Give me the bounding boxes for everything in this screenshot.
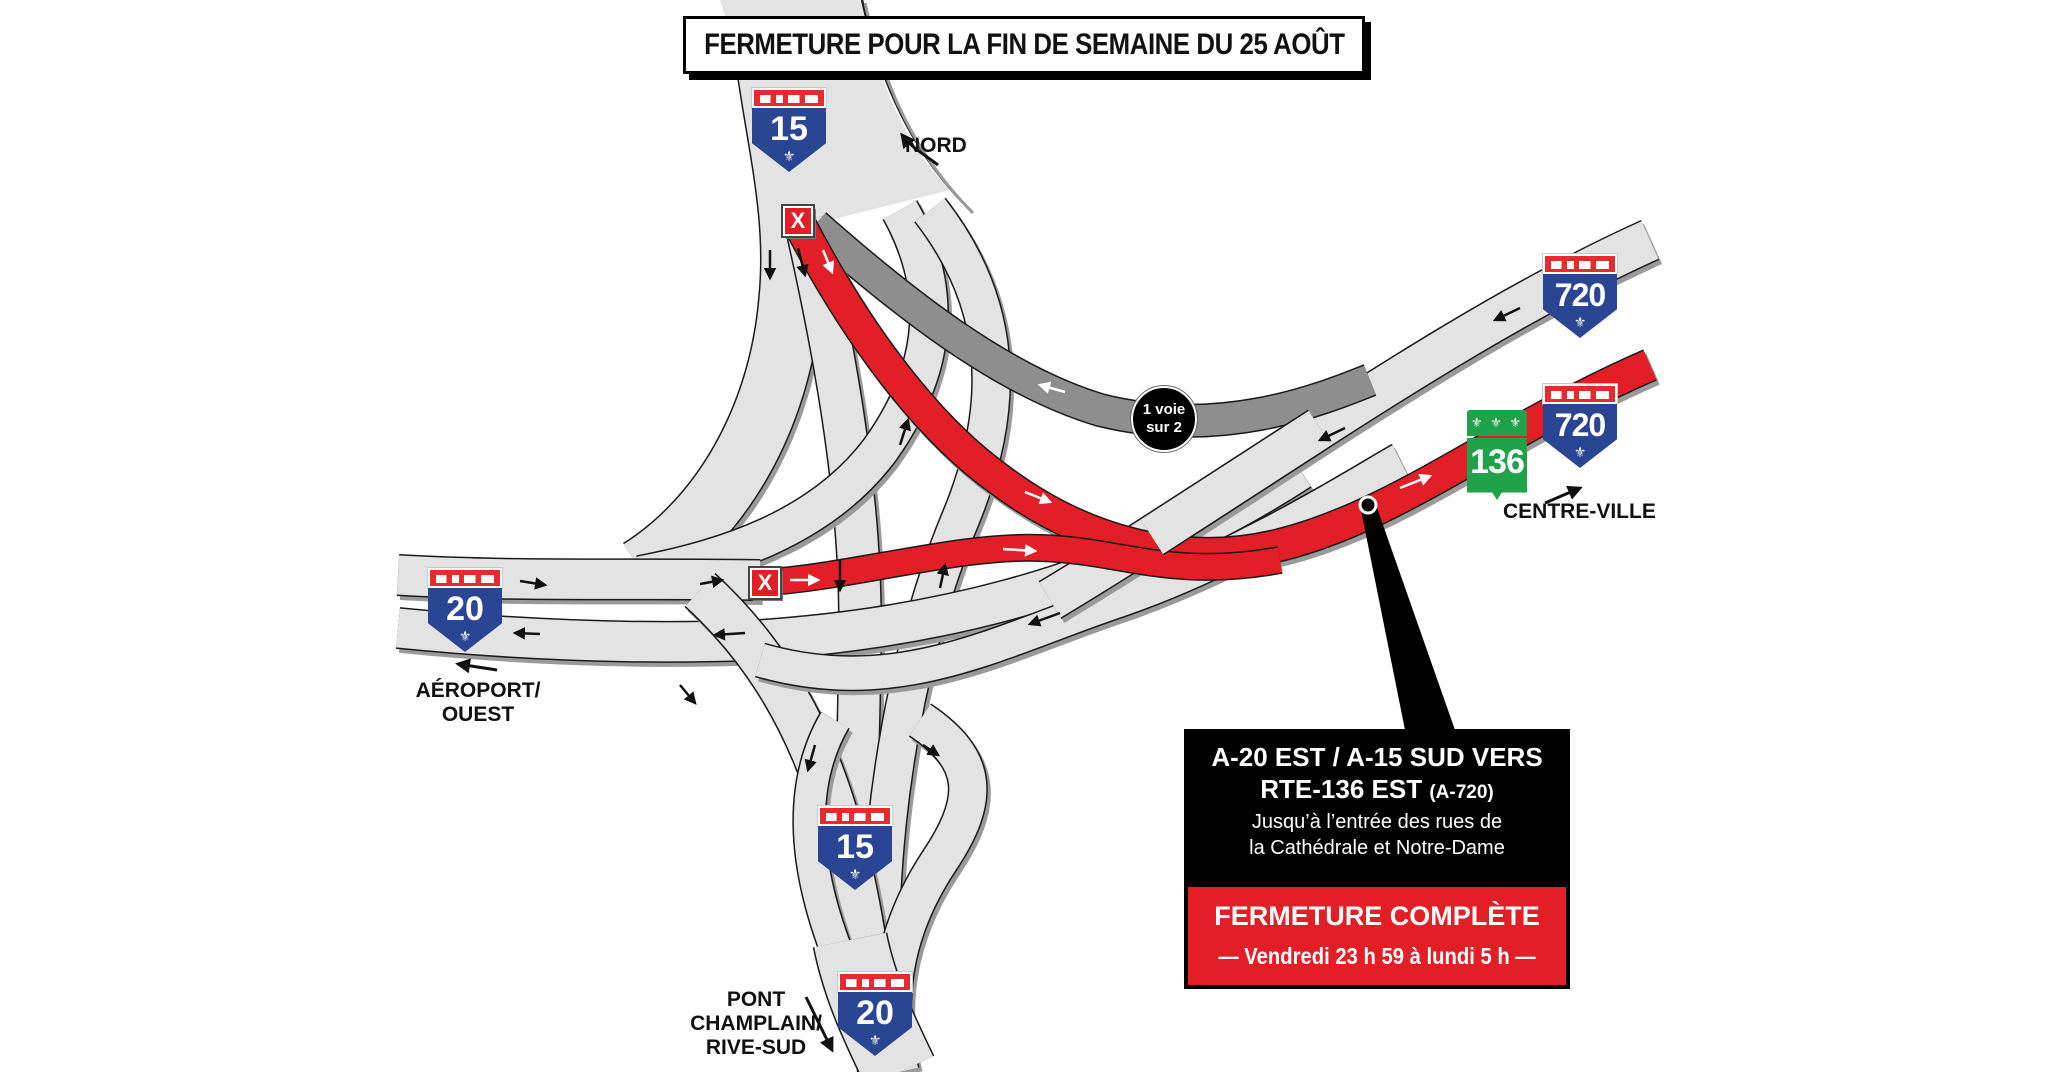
- fleur-de-lis-icon: ⚜: [848, 866, 862, 882]
- a20-west-shield: 20 ⚜: [427, 567, 503, 654]
- autoroute-banner-icon: [1542, 383, 1618, 405]
- a720-lower-shield: 720 ⚜: [1542, 383, 1618, 470]
- closure-info-box: A-20 EST / A-15 SUD VERS RTE-136 EST (A-…: [1184, 729, 1570, 989]
- autoroute-banner-icon: [751, 87, 827, 109]
- closure-x-icon: X: [781, 204, 815, 238]
- lane-reduction-badge: 1 voie sur 2: [1130, 385, 1198, 453]
- fleur-de-lis-icon: ⚜: [1573, 314, 1587, 330]
- a15-north-shield: 15 ⚜: [751, 87, 827, 174]
- ramp-south-inner: [792, 711, 859, 971]
- a720-upper-shield: 720 ⚜: [1542, 253, 1618, 340]
- map-title: FERMETURE POUR LA FIN DE SEMAINE DU 25 A…: [703, 28, 1345, 61]
- autoroute-banner-icon: [1542, 253, 1618, 275]
- fleur-de-lis-icon: ⚜: [782, 148, 796, 164]
- direction-aeroport-ouest: AÉROPORT/ OUEST: [415, 679, 541, 726]
- fleur-de-lis-icon: ⚜: [868, 1032, 882, 1048]
- direction-nord: NORD: [905, 134, 967, 157]
- a20-south-shield: 20 ⚜: [837, 971, 913, 1058]
- fleur-de-lis-icon: ⚜: [1573, 444, 1587, 460]
- map-title-box: FERMETURE POUR LA FIN DE SEMAINE DU 25 A…: [683, 16, 1365, 74]
- ramp-partial-closure: [803, 212, 1377, 438]
- autoroute-banner-icon: [427, 567, 503, 589]
- ramp-a20-to-a720: [755, 443, 1412, 696]
- autoroute-banner-icon: [837, 971, 913, 993]
- autoroute-banner-icon: [817, 805, 893, 827]
- closure-route-description: A-20 EST / A-15 SUD VERS RTE-136 EST (A-…: [1211, 742, 1543, 859]
- a15-south-shield: 15 ⚜: [817, 805, 893, 892]
- closure-x-icon: X: [748, 566, 782, 600]
- route-136-shield: ⚜ ⚜ ⚜ 136: [1467, 410, 1527, 500]
- traffic-arrows: [512, 247, 1521, 773]
- direction-pont-champlain-rive-sud: PONT CHAMPLAIN/ RIVE-SUD: [690, 988, 822, 1059]
- destination-arrows: [455, 132, 1583, 1053]
- callout-pointer: [1358, 495, 1455, 730]
- fleur-de-lis-icon: ⚜ ⚜ ⚜: [1467, 410, 1527, 436]
- closure-status-banner: FERMETURE COMPLÈTE — Vendredi 23 h 59 à …: [1188, 887, 1566, 985]
- direction-centre-ville: CENTRE-VILLE: [1503, 500, 1656, 523]
- fleur-de-lis-icon: ⚜: [458, 628, 472, 644]
